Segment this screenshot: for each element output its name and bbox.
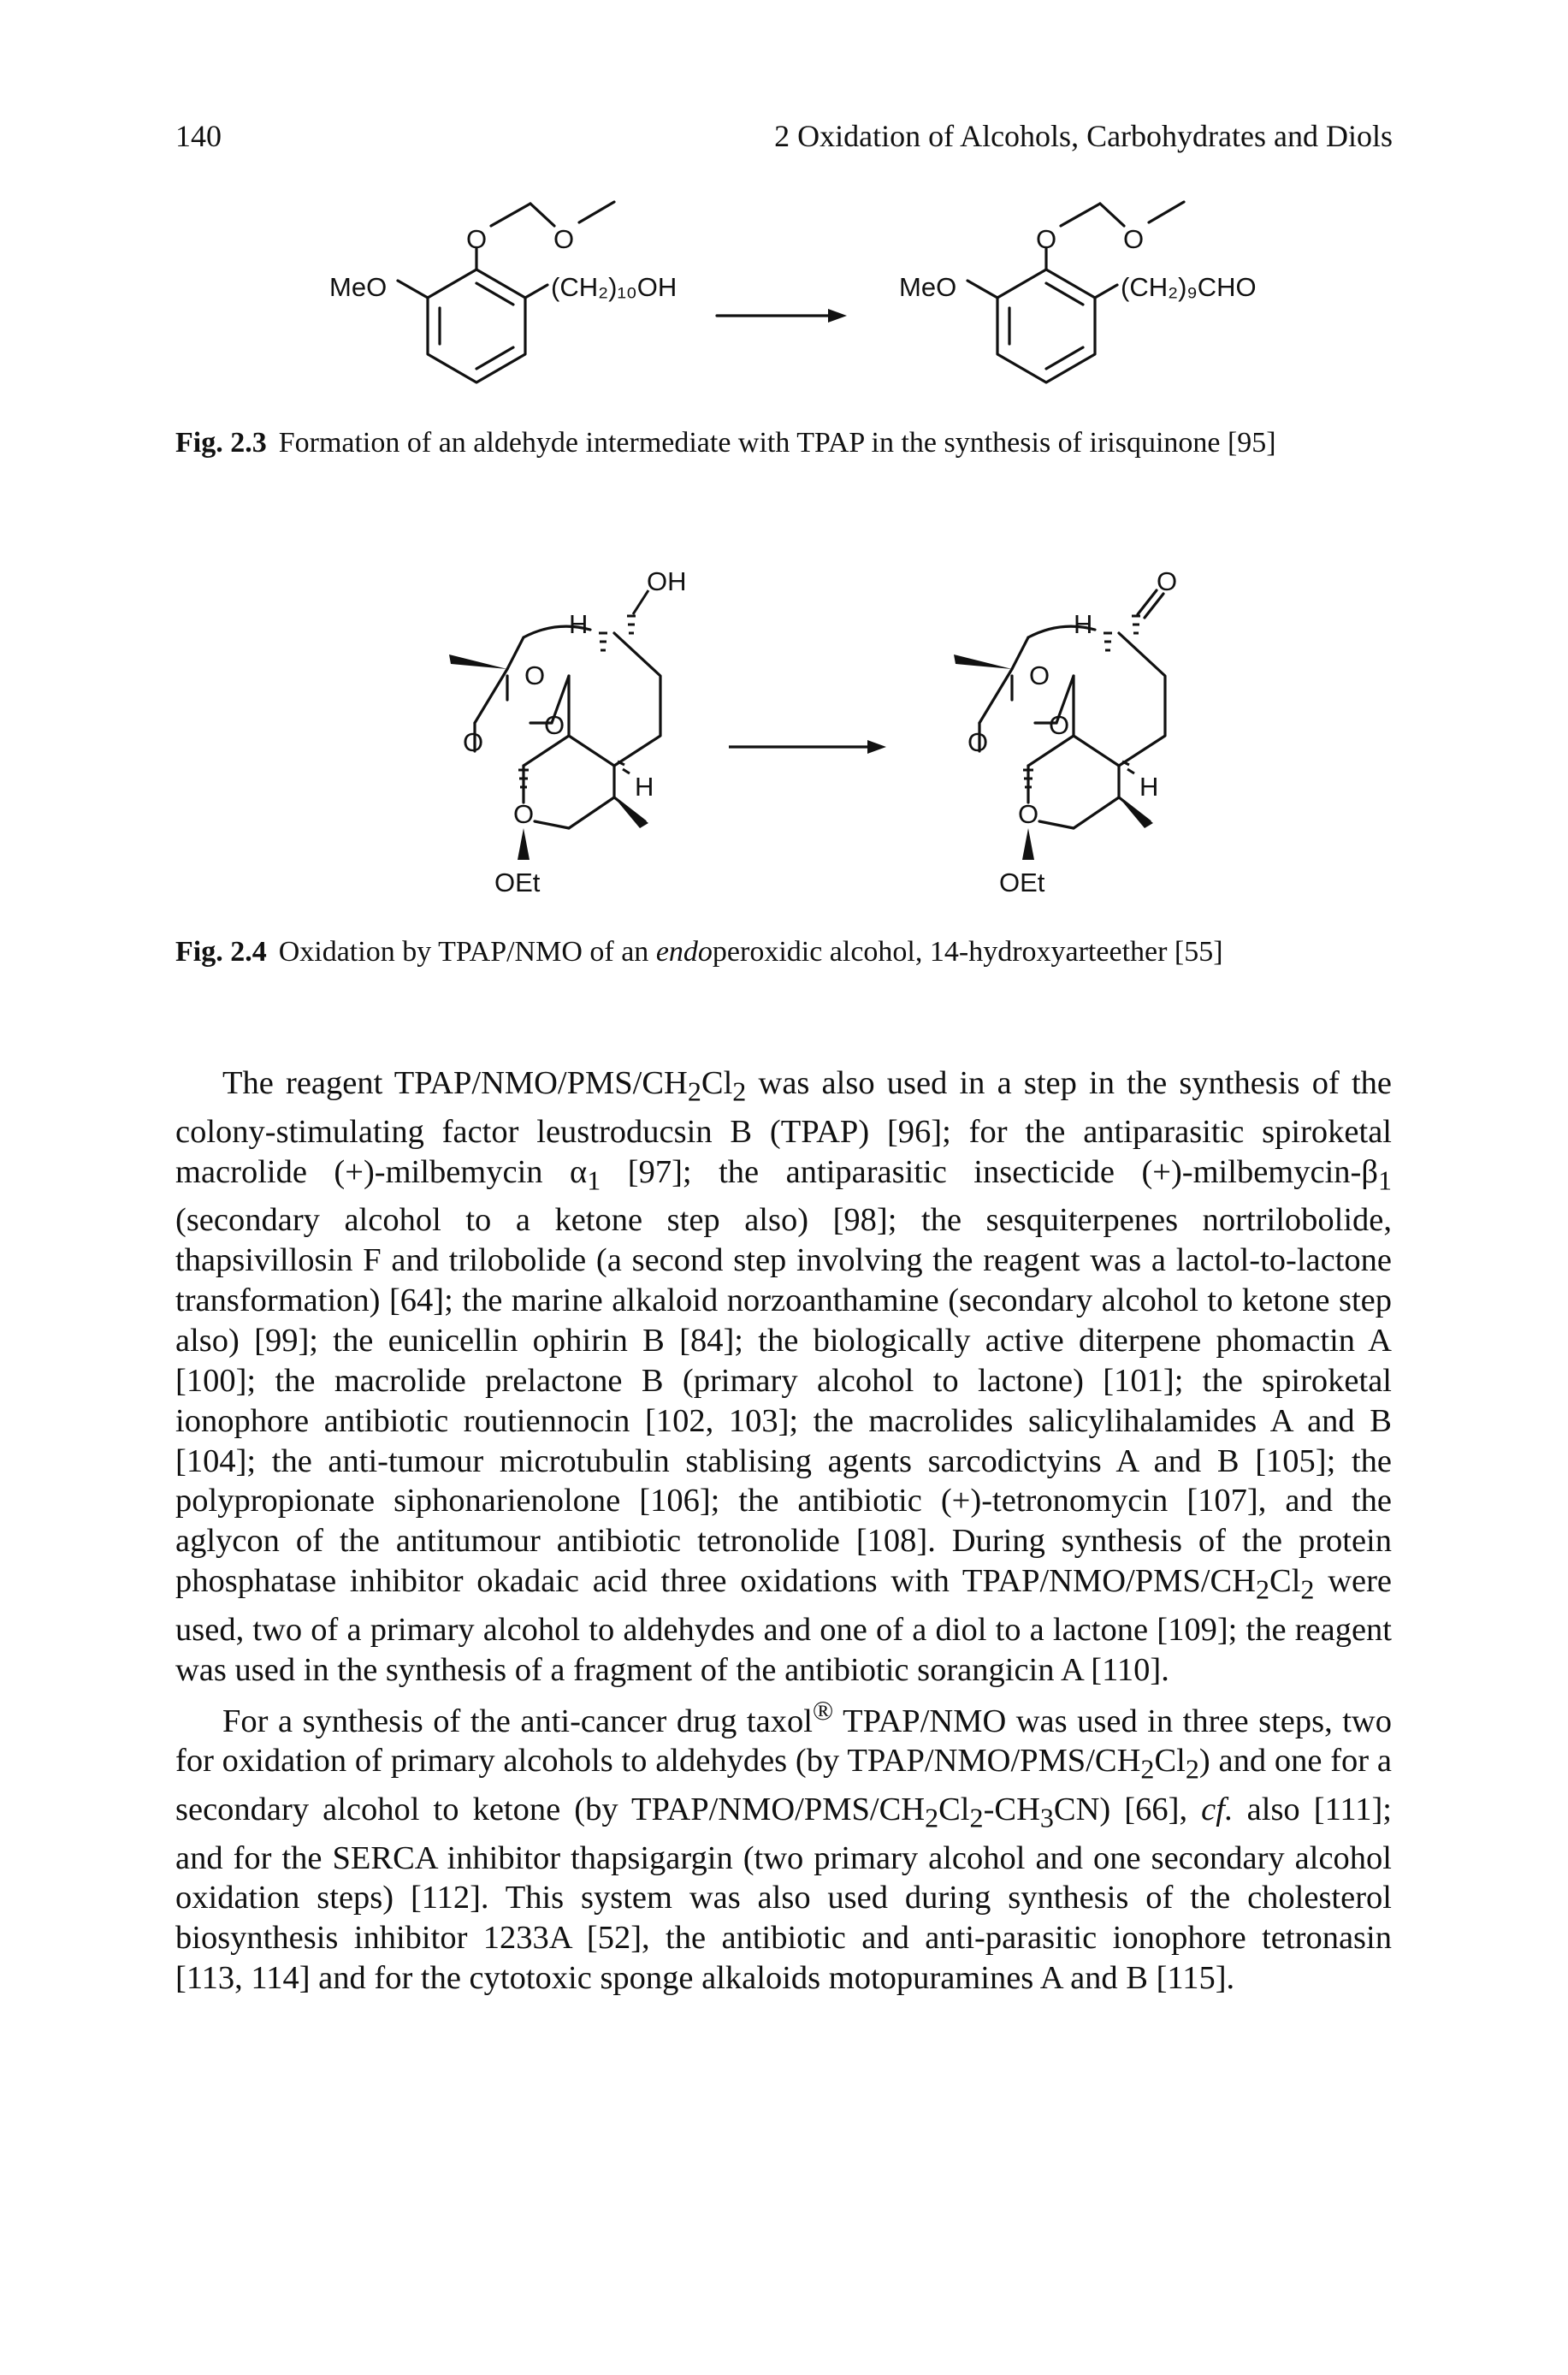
ring-oxygen-label: O: [553, 224, 574, 254]
side-chain-label: (CH₂)₉CHO: [1121, 272, 1257, 302]
text-run: CN) [66],: [1053, 1791, 1202, 1827]
subscript: 3: [1039, 1802, 1054, 1833]
figure-2-3-structures: MeO O O (CH₂)₁₀OH MeO O O (CH₂)₉CHO: [329, 200, 1257, 384]
subscript: 2: [1255, 1573, 1270, 1605]
caption-text-start: Oxidation by TPAP/NMO of an: [278, 936, 656, 968]
figure-label: Fig. 2.4: [175, 936, 267, 968]
ethoxy-label: OEt: [999, 868, 1045, 897]
paragraph: The reagent TPAP/NMO/PMS/CH2Cl2 was also…: [175, 1063, 1392, 1691]
benzene-ring: [426, 268, 527, 384]
caption-text: Formation of an aldehyde intermediate wi…: [278, 427, 1276, 459]
text-run: ) and one for a secondary alcohol to ket…: [175, 1743, 1392, 1827]
subscript: 2: [1185, 1754, 1199, 1786]
superscript: ®: [812, 1694, 834, 1726]
methoxy-label: MeO: [329, 272, 387, 302]
figure-2-3-scheme: MeO O O (CH₂)₁₀OH MeO O O (CH₂)₉CHO: [0, 184, 1568, 415]
hydrogen-label: H: [1139, 772, 1158, 802]
caption-text-italic: endo: [655, 936, 713, 968]
ring-oxygen-label: O: [1123, 224, 1144, 254]
text-run: also [111]; and for the SERCA inhibitor …: [175, 1791, 1392, 1997]
benzene-ring: [996, 268, 1097, 384]
arteether-alcohol-structure: OH H H O O O O OEt: [449, 566, 687, 897]
hydrogen-label: H: [1074, 609, 1092, 639]
reaction-arrow-head: [828, 309, 847, 323]
figure-2-3-caption: Fig. 2.3 Formation of an aldehyde interme…: [175, 425, 1407, 461]
ring-oxygen-label: O: [1018, 799, 1038, 829]
subscript: 1: [587, 1164, 601, 1196]
text-run: [97]; the antiparasitic insecticide (+)-…: [601, 1153, 1378, 1190]
hydrogen-label: H: [569, 609, 588, 639]
subscript: 2: [732, 1075, 747, 1107]
ring-oxygen-label: O: [463, 727, 483, 757]
text-run: For a synthesis of the anti-cancer drug …: [222, 1703, 813, 1739]
hydrogen-label: H: [635, 772, 654, 802]
italic-text: cf.: [1201, 1791, 1234, 1827]
reaction-arrow-head: [867, 740, 886, 754]
body-text: The reagent TPAP/NMO/PMS/CH2Cl2 was also…: [175, 1063, 1392, 1999]
peroxide-oxygen-label: O: [544, 710, 565, 740]
peroxide-oxygen-label: O: [1049, 710, 1069, 740]
ring-oxygen-label: O: [1036, 224, 1056, 254]
side-chain-label: (CH₂)₁₀OH: [551, 272, 677, 302]
subscript: 2: [925, 1802, 939, 1833]
text-run: were used, two of a primary alcohol to a…: [175, 1563, 1392, 1688]
text-run: TPAP/NMO was used in three steps, two fo…: [175, 1703, 1392, 1780]
ring-oxygen-label: O: [466, 224, 487, 254]
subscript: 2: [1300, 1573, 1315, 1605]
ring-oxygen-label: O: [513, 799, 534, 829]
paragraph: For a synthesis of the anti-cancer drug …: [175, 1691, 1392, 1999]
text-run: Cl: [938, 1791, 970, 1827]
figure-label: Fig. 2.3: [175, 427, 267, 459]
text-run: (secondary alcohol to a ketone step also…: [175, 1202, 1392, 1600]
subscript: 1: [1377, 1164, 1392, 1196]
peroxide-oxygen-label: O: [524, 660, 545, 690]
peroxide-oxygen-label: O: [1029, 660, 1050, 690]
ring-oxygen-label: O: [967, 727, 988, 757]
hydroxyl-label: OH: [647, 566, 687, 596]
carbonyl-oxygen-label: O: [1157, 566, 1177, 596]
figure-2-4-scheme: OH H H O O O O OEt: [0, 548, 1568, 915]
text-run: Cl: [1269, 1563, 1301, 1600]
subscript: 2: [1140, 1754, 1155, 1786]
figure-2-4-structures: OH H H O O O O OEt: [449, 566, 1177, 897]
ethoxy-label: OEt: [494, 868, 541, 897]
running-header: 2 Oxidation of Alcohols, Carbohydrates a…: [774, 119, 1393, 153]
text-run: Cl: [1154, 1743, 1186, 1780]
caption-text-end: peroxidic alcohol, 14-hydroxyarteether […: [712, 936, 1223, 968]
subscript: 2: [969, 1802, 984, 1833]
methoxy-label: MeO: [899, 272, 956, 302]
text-run: -CH: [983, 1791, 1040, 1827]
page-number: 140: [175, 119, 222, 153]
text-run: was also used in a step in the synthesis…: [175, 1065, 1392, 1190]
text-run: The reagent TPAP/NMO/PMS/CH: [222, 1065, 688, 1101]
subscript: 2: [687, 1075, 701, 1107]
arteether-aldehyde-structure: O H H O O O O OEt: [954, 566, 1177, 897]
text-run: Cl: [701, 1065, 733, 1101]
figure-2-4-caption: Fig. 2.4 Oxidation by TPAP/NMO of an endo…: [175, 934, 1407, 970]
